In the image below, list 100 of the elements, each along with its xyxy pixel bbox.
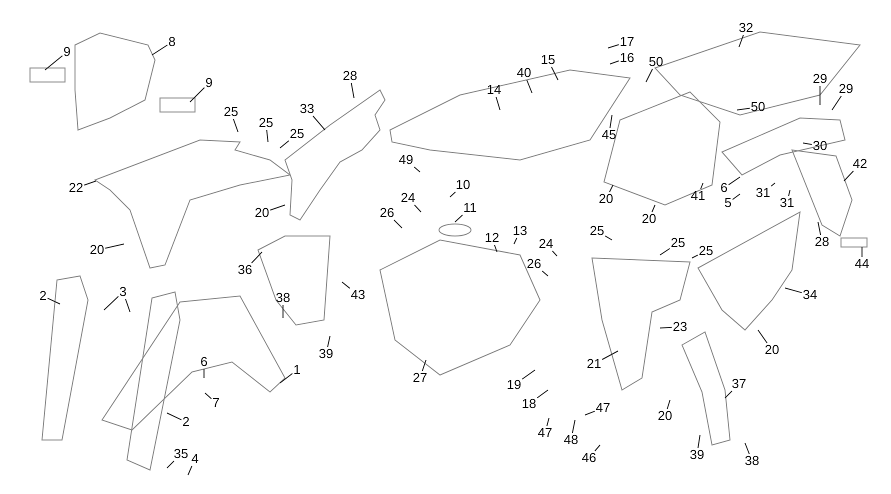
leader-line [652,204,656,212]
leader-line [546,418,550,426]
leader-line [312,116,326,130]
leader-line [610,114,612,128]
leader-line [166,460,174,468]
callout-number: 48 [562,433,580,447]
callout-number: 40 [516,66,532,80]
leader-line [280,140,290,148]
leader-line [350,82,354,98]
leader-line [818,222,822,236]
callout-number: 34 [802,288,818,302]
callout-number: 50 [648,55,664,69]
callout-number: 38 [274,291,292,305]
leader-line [609,184,614,192]
callout-number: 12 [484,231,500,245]
callout-number: 28 [342,69,358,83]
leader-line [84,180,96,186]
leader-line [646,68,653,82]
callout-number: 9 [204,76,214,90]
leader-line [266,130,268,142]
callout-number: 31 [778,196,796,210]
leader-line [784,288,802,294]
callout-number: 45 [600,128,618,142]
leader-line [738,34,744,48]
callout-number: 31 [754,186,772,200]
callout-number: 3 [118,285,128,299]
callout-number: 29 [812,72,828,86]
leader-line [526,80,532,94]
callout-number: 25 [258,116,274,130]
leader-line [454,214,463,222]
leader-line [104,296,119,310]
leader-line [496,96,500,110]
leader-line [232,118,238,132]
callout-number: 43 [350,288,366,302]
leader-line [736,108,750,110]
leader-line [104,244,124,249]
callout-number: 17 [618,35,636,49]
leader-line [770,182,776,187]
leader-line [832,96,842,110]
leader-line [166,412,182,420]
leader-line [536,390,548,398]
callout-number: 26 [378,206,396,220]
callout-number: 47 [594,401,612,415]
leader-line [728,176,740,186]
leader-line [282,304,284,318]
callout-number: 8 [167,35,177,49]
leader-line [152,44,168,56]
leader-line [698,434,700,448]
leader-line [732,194,740,200]
callout-number: 49 [398,153,414,167]
leader-line [270,204,286,211]
leader-line [802,142,812,145]
leader-line [604,235,612,240]
leader-line [450,192,456,198]
leader-line [744,442,750,454]
callout-number: 13 [512,224,528,238]
callout-number: 38 [744,454,760,468]
leader-line [608,44,620,48]
leader-line [327,336,330,348]
callout-number: 32 [738,21,754,35]
callout-number: 44 [854,257,870,271]
callout-number: 20 [656,409,674,423]
leader-line [844,170,854,182]
callout-number: 20 [764,343,780,357]
leader-line [700,182,704,190]
leader-line [692,254,698,258]
leader-line [280,373,293,384]
leader-line [660,326,672,328]
leader-line [414,166,420,172]
callout-number: 24 [538,237,554,251]
callout-number: 24 [400,191,416,205]
leader-line [552,250,558,256]
callout-number: 47 [536,426,554,440]
callout-number: 20 [88,243,106,257]
callout-number: 37 [730,377,748,391]
leader-line [494,244,498,252]
callout-number: 36 [236,263,254,277]
callout-number: 42 [852,157,868,171]
callout-number: 4 [190,452,200,466]
callout-number: 41 [690,189,706,203]
callout-number: 25 [288,127,306,141]
leader-line [522,370,536,380]
callout-number: 27 [412,371,428,385]
callout-number: 25 [222,105,240,119]
callout-number: 6 [719,181,729,195]
callout-number: 14 [486,83,502,97]
callout-number: 50 [750,100,766,114]
leader-line [204,392,212,400]
callout-number: 28 [814,235,830,249]
callout-number: 29 [838,82,854,96]
callout-number: 1 [292,363,302,377]
callout-number: 5 [723,196,733,210]
leader-line [514,238,518,244]
leader-line [44,55,63,70]
callout-number: 9 [62,45,72,59]
callout-number: 25 [698,244,714,258]
callout-number: 46 [580,451,598,465]
leader-line [394,220,402,228]
callout-number: 15 [540,53,556,67]
callout-number: 26 [526,257,542,271]
